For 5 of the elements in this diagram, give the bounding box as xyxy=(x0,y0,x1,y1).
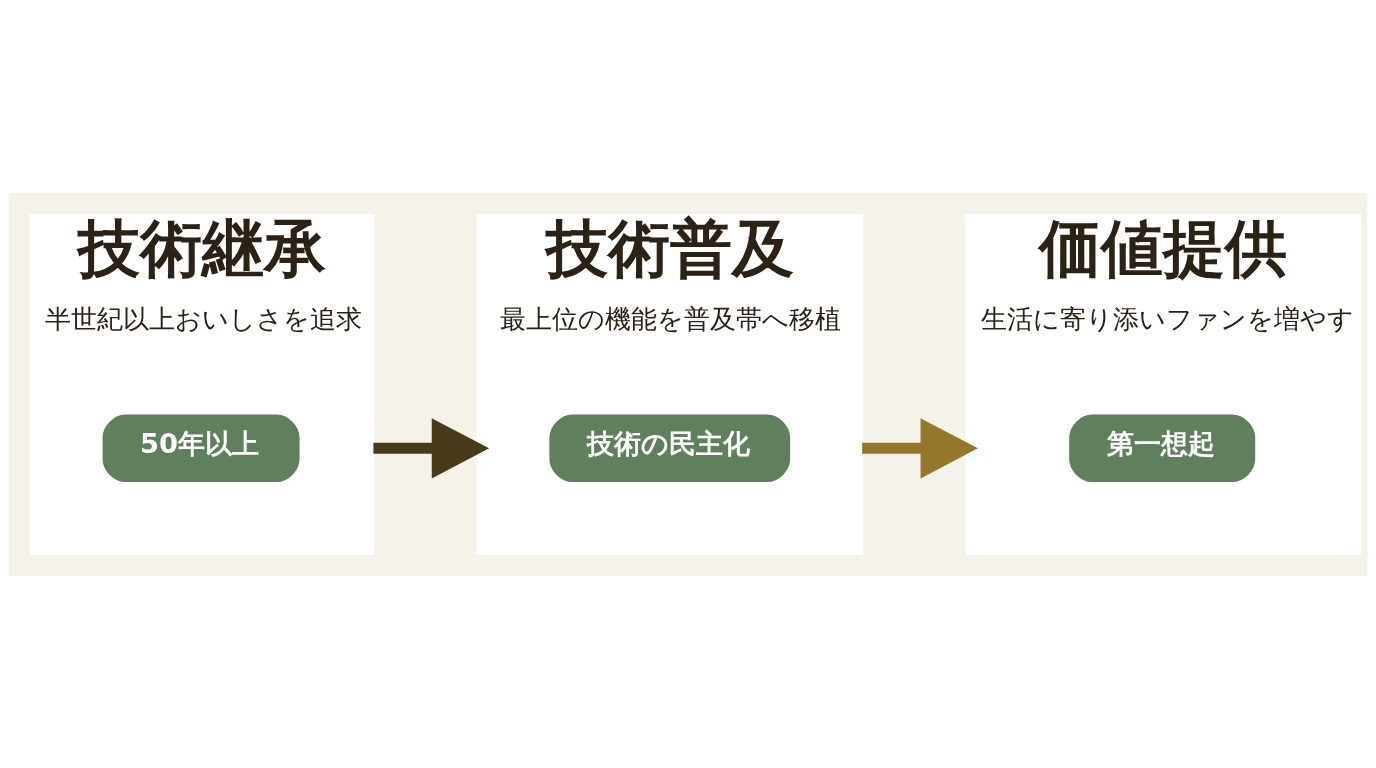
node-box: 技術の民主化 xyxy=(549,414,791,482)
node-box: 50年以上 xyxy=(102,414,300,482)
arrow xyxy=(862,417,978,478)
node-box: 第一想起 xyxy=(1069,414,1256,482)
arrow xyxy=(373,417,490,478)
